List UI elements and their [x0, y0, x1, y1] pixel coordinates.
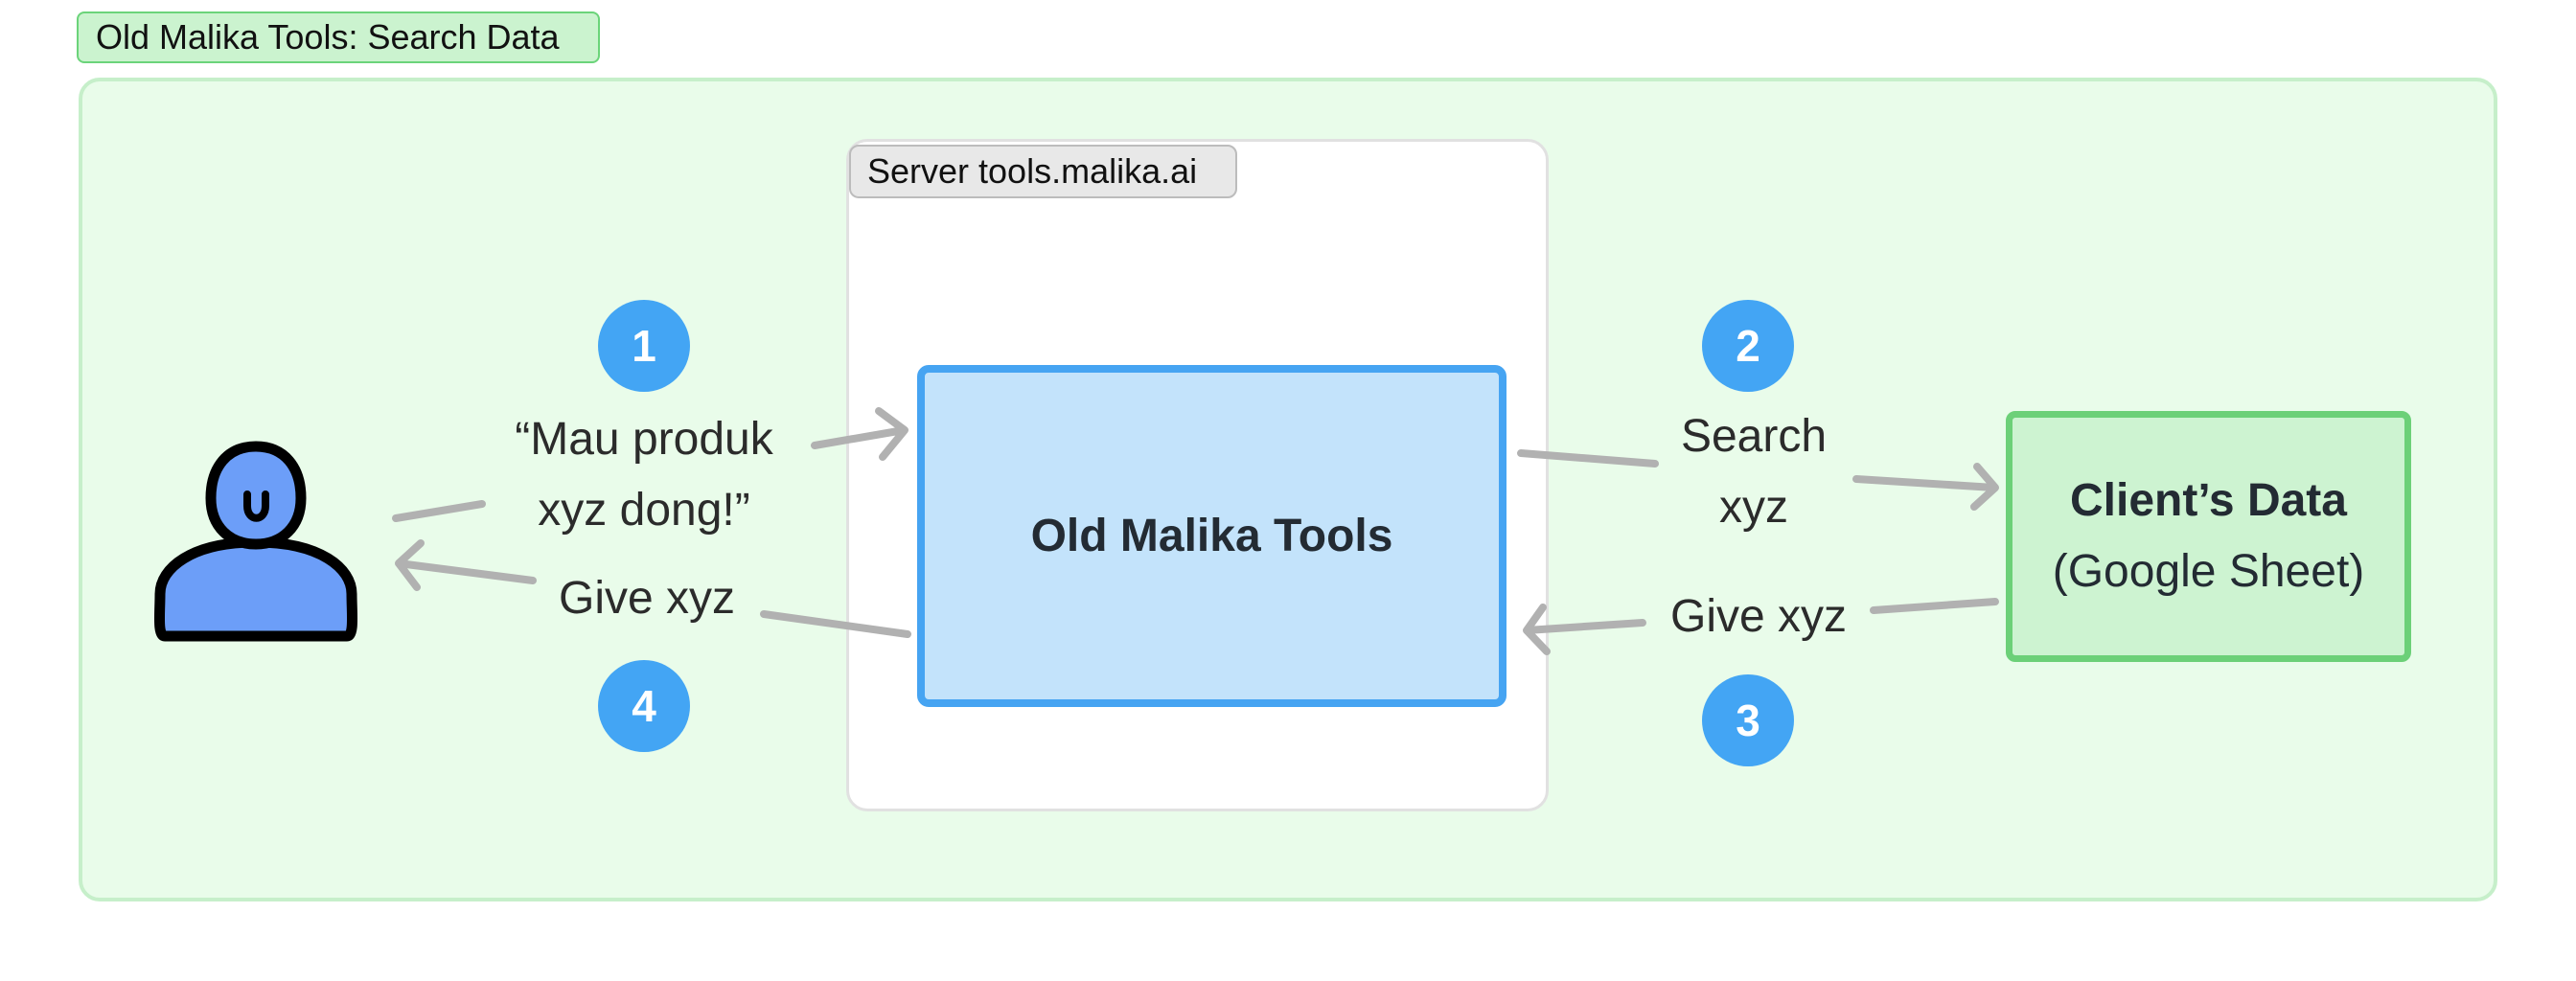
arrow-step-4 [395, 539, 537, 591]
client-data-subtitle: (Google Sheet) [2052, 546, 2365, 597]
arrow-step-2 [1852, 463, 1999, 511]
step-2-label: Search xyz [1639, 401, 1869, 543]
step-2-badge: 2 [1702, 300, 1794, 392]
tools-box: Old Malika Tools [917, 365, 1506, 707]
arrow-step-1 [811, 407, 908, 461]
arrow-step-3-tail [1870, 598, 1999, 614]
step-2-label-line-2: xyz [1719, 482, 1788, 533]
step-3-label: Give xyz [1669, 591, 1848, 642]
arrow-step-3 [1523, 604, 1646, 655]
step-4-label: Give xyz [558, 573, 736, 624]
step-1-badge: 1 [598, 300, 690, 392]
step-2-label-line-1: Search [1680, 411, 1828, 462]
step-1-label: “Mau produk xyz dong!” [491, 404, 797, 546]
tools-box-label: Old Malika Tools [1030, 511, 1393, 561]
client-data-title: Client’s Data [2070, 475, 2347, 526]
diagram-title: Old Malika Tools: Search Data [77, 11, 600, 63]
server-label: Server tools.malika.ai [849, 145, 1237, 198]
step-1-label-line-2: xyz dong!” [538, 485, 750, 536]
user-icon [153, 441, 358, 642]
arrow-step-4-tail [760, 610, 911, 638]
arrow-step-1-tail [392, 500, 486, 522]
arrow-step-2-tail [1517, 449, 1659, 468]
step-4-badge: 4 [598, 660, 690, 752]
step-3-badge: 3 [1702, 674, 1794, 766]
step-1-label-line-1: “Mau produk [515, 414, 773, 465]
client-data-box: Client’s Data (Google Sheet) [2006, 411, 2411, 662]
